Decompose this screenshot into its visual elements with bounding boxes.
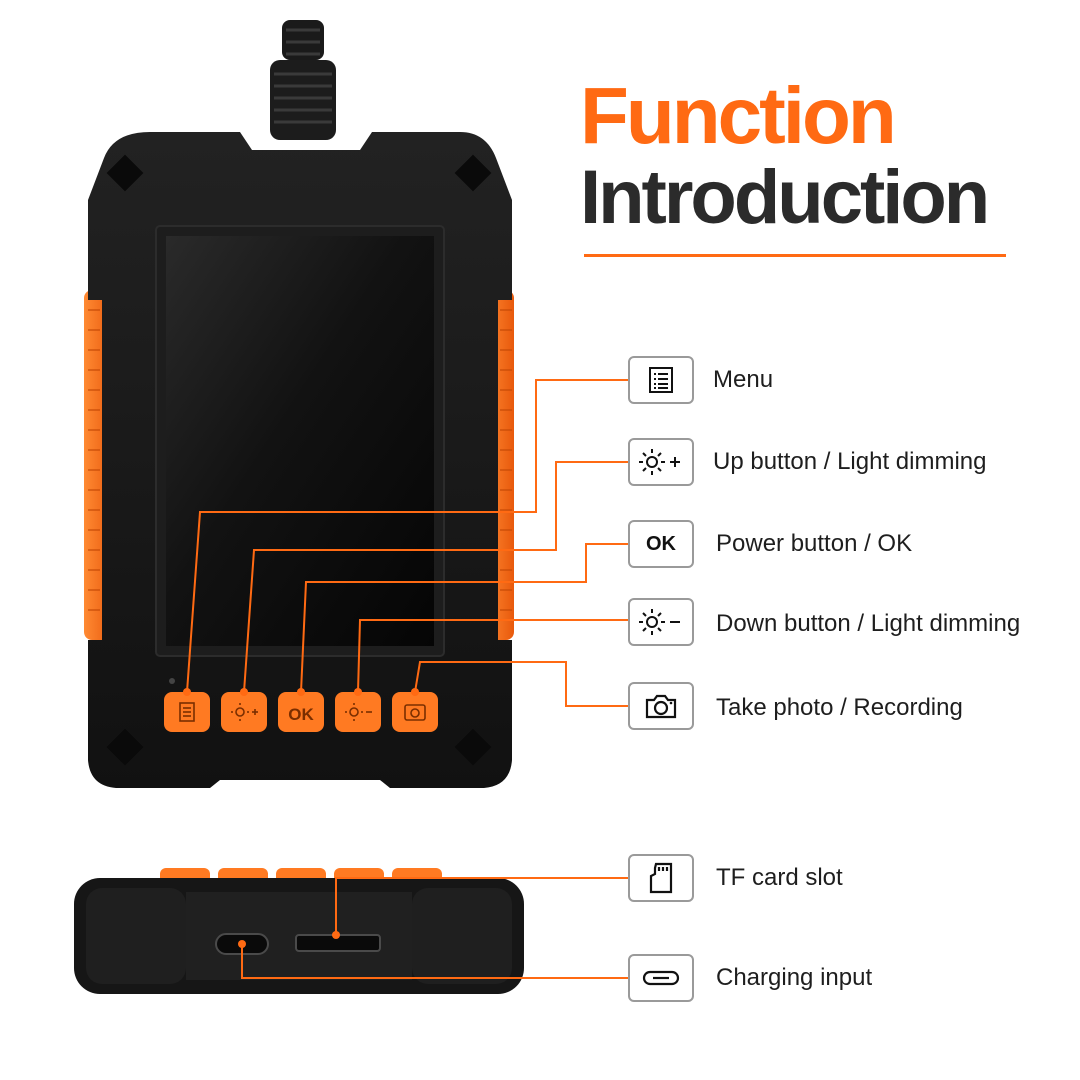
feature-icon-box-usb <box>628 954 694 1002</box>
feature-icon-box-up <box>628 438 694 486</box>
device-ok-button <box>278 692 324 732</box>
usb-c-icon <box>642 970 680 986</box>
feature-label-tf: TF card slot <box>716 864 843 891</box>
feature-icon-box-camera <box>628 682 694 730</box>
brightness-down-icon <box>639 609 680 635</box>
heading-line-function: Function <box>580 71 897 160</box>
feature-icon-box-tf <box>628 854 694 902</box>
camera-icon <box>645 694 677 719</box>
display-screen <box>166 236 434 646</box>
feature-label-menu: Menu <box>713 366 774 393</box>
brightness-up-icon <box>639 449 680 475</box>
device-bottom-view <box>74 868 524 994</box>
callout-lines <box>186 379 628 979</box>
feature-label-ok: Power button / OK <box>716 530 913 557</box>
feature-label-camera: Take photo / Recording <box>716 694 963 721</box>
corner-bumpers <box>106 154 492 766</box>
heading-line-introduction: Introduction <box>580 155 990 240</box>
menu-icon <box>649 367 673 393</box>
heading-underline <box>584 254 1006 257</box>
sd-card-icon <box>649 862 673 894</box>
svg-text:OK: OK <box>288 705 314 724</box>
ok-text-icon: OK <box>646 532 676 555</box>
feature-label-usb: Charging input <box>716 964 873 991</box>
feature-label-down: Down button / Light dimming <box>716 610 1021 637</box>
device-camera-button <box>392 692 438 732</box>
feature-icon-box-down <box>628 598 694 646</box>
feature-label-up: Up button / Light dimming <box>713 448 987 475</box>
feature-icon-box-menu <box>628 356 694 404</box>
device-button-row: OK <box>164 692 438 732</box>
feature-icon-box-ok: OK <box>628 520 694 568</box>
cable <box>270 20 336 140</box>
